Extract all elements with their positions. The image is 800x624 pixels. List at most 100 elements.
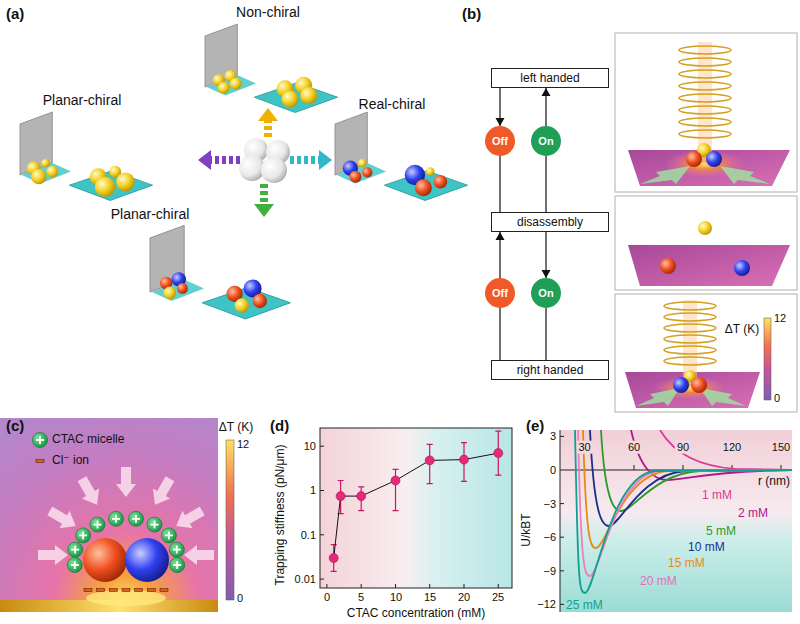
assembly-frame — [706, 151, 722, 167]
colorbar-tick: 12 — [237, 438, 249, 451]
planar-chiral-scene — [253, 294, 267, 308]
potential-chart — [578, 430, 792, 576]
scene-label: Planar-chiral — [43, 92, 122, 108]
assembly-frame — [664, 357, 716, 365]
curve-label: 2 mM — [738, 507, 768, 521]
legend-text: Cl⁻ ion — [52, 454, 89, 468]
panel-letter: (b) — [462, 5, 481, 22]
axis-tick: −9 — [543, 565, 556, 578]
axis-tick: 0 — [550, 464, 556, 477]
assembly-frame — [679, 70, 731, 78]
micelle-scene — [97, 589, 105, 592]
potential-chart — [560, 604, 564, 605]
legend-text: CTAC micelle — [52, 433, 124, 447]
flow-arrow — [500, 156, 501, 212]
assembly-frame — [615, 33, 797, 192]
axis-title: CTAC concentration (mM) — [347, 607, 485, 621]
flow-arrow — [500, 308, 501, 360]
micelle-scene — [161, 528, 176, 543]
stiffness-chart — [460, 455, 469, 464]
real-chiral-scene — [335, 112, 468, 200]
assembly-frame — [615, 33, 797, 192]
curve-label: 10 mM — [688, 541, 725, 555]
disassembly-frame — [628, 245, 790, 286]
flow-arrow — [542, 88, 551, 126]
stiffness-chart — [331, 431, 502, 571]
micelle-scene — [109, 511, 124, 526]
assembly-frame — [628, 150, 790, 186]
switch-text: Off — [492, 287, 508, 299]
assembly-frame — [679, 118, 731, 126]
real-chiral-scene — [426, 167, 435, 176]
assembly-frame — [664, 302, 716, 365]
dashed-arrows — [264, 121, 272, 137]
stiffness-chart — [425, 456, 434, 465]
micelle-scene — [90, 517, 105, 532]
potential-chart — [560, 570, 564, 571]
non-chiral-scene — [282, 90, 299, 107]
axis-title: r (nm) — [758, 475, 790, 489]
stiffness-chart — [361, 584, 362, 588]
planar-chiral-scene — [235, 298, 249, 312]
micelle-scene — [73, 474, 105, 510]
assembly-frame — [698, 42, 712, 160]
stiffness-chart — [498, 584, 499, 588]
assembly-frame — [679, 46, 731, 54]
assembly-frame — [679, 58, 731, 66]
axis-tick: −6 — [543, 531, 556, 544]
stiffness-chart — [326, 584, 327, 588]
flow-arrow — [496, 88, 505, 126]
box-text: disassembly — [517, 215, 583, 229]
flow-line — [545, 156, 546, 212]
switch-circle: Off — [485, 278, 515, 308]
dashed-arrows — [198, 150, 211, 170]
colorbar-title: ΔT (K) — [219, 421, 253, 435]
stiffness-chart — [334, 453, 499, 558]
potential-chart — [560, 537, 564, 538]
potential-chart — [560, 430, 792, 612]
micelle-scene — [33, 433, 48, 448]
assembly-frame — [720, 166, 770, 184]
state-box: disassembly — [491, 212, 609, 232]
curve-label: 20 mM — [640, 575, 677, 589]
planar-chiral-scene — [164, 287, 177, 300]
assembly-frame — [679, 106, 731, 114]
axis-tick: 3 — [550, 430, 556, 443]
state-box: right handed — [491, 360, 609, 380]
dashed-arrows — [260, 184, 268, 204]
flow-line — [545, 308, 546, 360]
panel-letter: (a) — [6, 5, 24, 22]
axis-tick: 10 — [304, 440, 316, 453]
real-chiral-scene — [358, 159, 367, 168]
planar-chiral-scene — [20, 112, 153, 200]
real-chiral-scene — [335, 112, 367, 175]
assembly-frame — [679, 46, 731, 138]
micelle-scene — [0, 418, 218, 612]
dashed-arrows — [198, 108, 332, 217]
dashed-arrows — [258, 108, 278, 121]
axis-title: U/kBT — [520, 513, 534, 546]
arrow-head — [542, 88, 551, 96]
scene-label: Non-chiral — [236, 4, 300, 20]
micelle-scene — [68, 542, 83, 557]
assembly-frame — [679, 82, 731, 90]
stiffness-chart — [464, 584, 465, 588]
assembly-frame — [691, 377, 707, 393]
assembly-frame — [679, 94, 731, 102]
micelle-scene — [146, 474, 178, 510]
axis-tick: 120 — [721, 441, 743, 454]
non-chiral-scene — [205, 24, 237, 87]
dashed-arrows — [211, 156, 240, 164]
micelle-scene — [160, 589, 168, 592]
flow-arrow — [546, 156, 547, 212]
axis-tick: 25 — [492, 591, 504, 604]
axis-tick: 60 — [626, 441, 642, 454]
stiffness-chart — [494, 449, 503, 458]
real-chiral-scene — [349, 171, 361, 183]
assembly-frame — [664, 324, 716, 332]
dashed-arrows — [290, 156, 319, 164]
stiffness-chart — [320, 428, 512, 588]
assembly-frame — [673, 377, 689, 393]
disassembly-frame — [698, 221, 712, 235]
disassembly-frame — [734, 260, 750, 276]
